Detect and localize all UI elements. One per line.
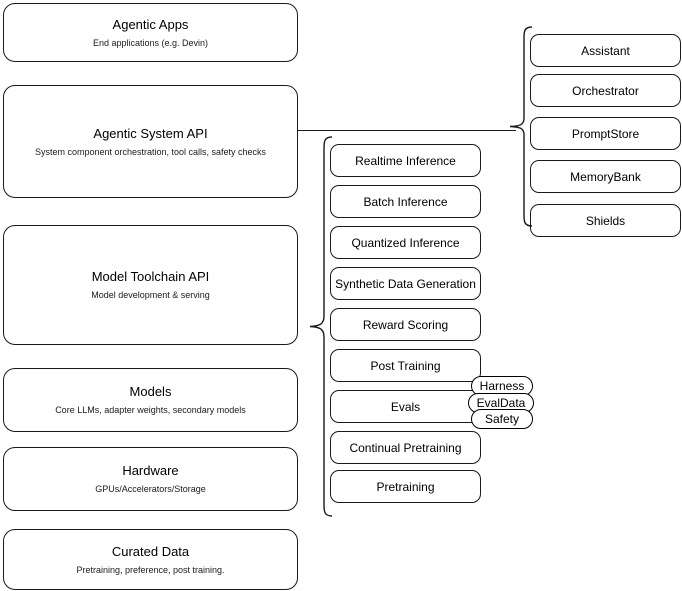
toolchain-label: Pretraining	[376, 479, 435, 494]
layer-box-agentic-system-api[interactable]: Agentic System API System component orch…	[3, 85, 298, 198]
toolchain-box-quantized-inference[interactable]: Quantized Inference	[330, 226, 481, 259]
toolchain-label: Synthetic Data Generation	[335, 276, 476, 291]
toolchain-label: Post Training	[370, 358, 441, 373]
layer-box-hardware[interactable]: Hardware GPUs/Accelerators/Storage	[3, 447, 298, 511]
component-label: Shields	[585, 213, 626, 228]
toolchain-box-synthetic-data-generation[interactable]: Synthetic Data Generation	[330, 267, 481, 300]
brace-agentic-components	[509, 26, 533, 227]
toolchain-box-batch-inference[interactable]: Batch Inference	[330, 185, 481, 218]
layer-subtitle: Pretraining, preference, post training.	[76, 564, 225, 575]
eval-badge-safety[interactable]: Safety	[471, 409, 533, 429]
brace-toolchain-components	[309, 136, 333, 517]
toolchain-label: Quantized Inference	[351, 235, 460, 250]
toolchain-box-pretraining[interactable]: Pretraining	[330, 470, 481, 503]
layer-box-curated-data[interactable]: Curated Data Pretraining, preference, po…	[3, 529, 298, 590]
component-label: PromptStore	[571, 126, 640, 141]
layer-box-model-toolchain-api[interactable]: Model Toolchain API Model development & …	[3, 225, 298, 345]
component-label: MemoryBank	[570, 169, 641, 184]
toolchain-box-evals[interactable]: Evals	[330, 390, 481, 423]
layer-subtitle: GPUs/Accelerators/Storage	[95, 484, 206, 494]
component-box-orchestrator[interactable]: Orchestrator	[530, 74, 681, 107]
connector-agentic-system-to-components	[298, 130, 516, 131]
layer-title: Curated Data	[111, 543, 190, 559]
component-box-assistant[interactable]: Assistant	[530, 34, 681, 67]
component-box-promptstore[interactable]: PromptStore	[530, 117, 681, 150]
toolchain-label: Continual Pretraining	[349, 440, 462, 455]
toolchain-box-post-training[interactable]: Post Training	[330, 349, 481, 382]
layer-subtitle: Core LLMs, adapter weights, secondary mo…	[55, 405, 246, 415]
layer-subtitle: System component orchestration, tool cal…	[34, 146, 267, 157]
toolchain-label: Reward Scoring	[362, 317, 449, 332]
toolchain-label: Realtime Inference	[355, 153, 456, 168]
layer-title: Model Toolchain API	[91, 269, 210, 284]
layer-box-agentic-apps[interactable]: Agentic Apps End applications (e.g. Devi…	[3, 3, 298, 62]
toolchain-box-reward-scoring[interactable]: Reward Scoring	[330, 308, 481, 341]
component-label: Assistant	[581, 43, 630, 58]
layer-title: Hardware	[122, 463, 179, 478]
eval-badge-evaldata[interactable]: EvalData	[468, 393, 534, 413]
toolchain-label: Batch Inference	[363, 194, 448, 209]
toolchain-box-continual-pretraining[interactable]: Continual Pretraining	[330, 431, 481, 464]
layer-subtitle: End applications (e.g. Devin)	[92, 37, 209, 48]
component-label: Orchestrator	[572, 83, 639, 98]
layer-subtitle: Model development & serving	[91, 290, 210, 300]
layer-title: Agentic System API	[93, 125, 208, 141]
layer-box-models[interactable]: Models Core LLMs, adapter weights, secon…	[3, 368, 298, 432]
toolchain-box-realtime-inference[interactable]: Realtime Inference	[330, 144, 481, 177]
layer-title: Models	[129, 384, 172, 399]
toolchain-label: Evals	[390, 399, 421, 414]
component-box-shields[interactable]: Shields	[530, 204, 681, 237]
component-box-memorybank[interactable]: MemoryBank	[530, 160, 681, 193]
layer-title: Agentic Apps	[112, 16, 189, 32]
